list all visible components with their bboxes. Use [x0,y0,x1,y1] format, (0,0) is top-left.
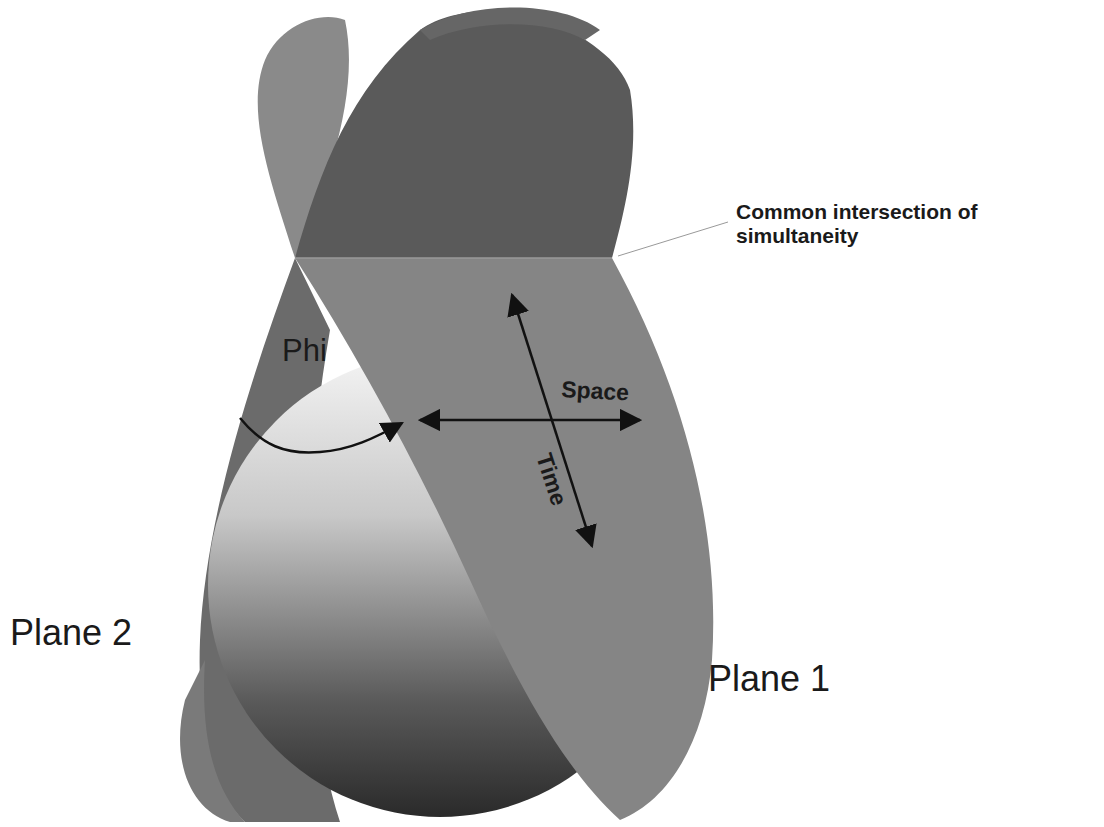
leader-line [618,222,728,256]
intersection-line [295,257,612,259]
plane-upper-part [295,11,633,258]
space-arrow [420,419,640,422]
phi-angle-arrow [240,418,402,453]
plane-upper-edge [420,8,600,41]
callout-label: Common intersection of simultaneity [736,200,986,248]
angle-label: Phi [282,333,327,369]
axis-label: Space [561,376,630,406]
plane-label: Plane 1 [708,658,830,699]
plane-label: Plane 2 [10,612,132,653]
time-arrow [512,295,592,546]
plane-1 [295,258,713,820]
